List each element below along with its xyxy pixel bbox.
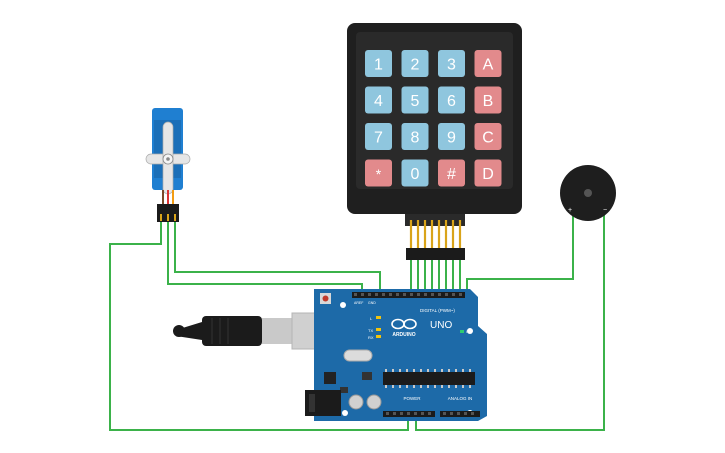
keypad-key-d[interactable]: D xyxy=(474,159,502,187)
servo-connector xyxy=(157,204,179,222)
keypad-key-face xyxy=(365,123,392,150)
servo-cable xyxy=(162,190,174,204)
keypad-panel xyxy=(356,32,513,189)
keypad-key-face xyxy=(474,50,502,77)
arduino-pcb xyxy=(314,289,487,421)
keypad-key-label: 3 xyxy=(447,57,456,74)
keypad-key-label: A xyxy=(483,57,494,74)
rx-label: RX xyxy=(368,335,374,340)
power-label: POWER xyxy=(403,396,421,401)
arduino-uno-board[interactable]: AREF GND DIGITAL (PWM~) L TX RX ARDUINO … xyxy=(305,289,487,421)
capacitor-1 xyxy=(348,394,364,410)
keypad-key-label: * xyxy=(376,166,382,182)
keypad-key-hash[interactable]: # xyxy=(438,159,465,187)
buzzer-plus-label: + xyxy=(568,207,572,214)
servo-vcc-wire xyxy=(167,222,363,292)
keypad-key-face xyxy=(474,86,502,114)
keypad-key-face xyxy=(365,159,392,187)
servo-signal-wire xyxy=(174,222,381,292)
keypad-key-4[interactable]: 4 xyxy=(365,86,392,114)
keypad-key-label: 5 xyxy=(411,93,420,110)
gnd-label: GND xyxy=(368,301,376,305)
keypad-key-label: 4 xyxy=(374,93,383,110)
buzzer-minus-label: − xyxy=(603,207,607,214)
arduino-logo xyxy=(391,318,417,330)
keypad-key-face xyxy=(474,159,502,187)
keypad-key-8[interactable]: 8 xyxy=(401,123,429,150)
keypad-key-5[interactable]: 5 xyxy=(401,86,429,114)
usb-plug-body xyxy=(202,316,262,346)
keypad[interactable]: 1 2 3 A 4 5 6 B 7 8 9 C * 0 # D xyxy=(347,23,522,260)
keypad-key-2[interactable]: 2 xyxy=(401,50,429,77)
servo-gnd-wire xyxy=(109,222,409,431)
atmega-chip xyxy=(383,372,475,385)
keypad-keys[interactable]: 1 2 3 A 4 5 6 B 7 8 9 C * 0 # D xyxy=(365,50,502,187)
aref-label: AREF xyxy=(354,301,363,305)
crystal xyxy=(343,349,373,362)
keypad-key-face xyxy=(365,86,392,114)
keypad-key-face xyxy=(365,50,392,77)
keypad-key-face xyxy=(474,123,502,150)
digital-label: DIGITAL (PWM~) xyxy=(420,308,455,313)
piezo-buzzer[interactable]: + − xyxy=(560,165,616,221)
servo-motor[interactable] xyxy=(145,108,191,222)
keypad-key-label: C xyxy=(482,130,494,147)
keypad-key-3[interactable]: 3 xyxy=(438,50,465,77)
keypad-key-label: D xyxy=(482,166,494,183)
keypad-key-label: 0 xyxy=(411,166,420,183)
analog-label: ANALOG IN xyxy=(448,396,473,401)
keypad-key-c[interactable]: C xyxy=(474,123,502,150)
keypad-key-label: 7 xyxy=(374,130,383,147)
tx-label: TX xyxy=(368,328,373,333)
keypad-key-face xyxy=(438,50,465,77)
keypad-key-label: B xyxy=(483,93,494,110)
l-label: L xyxy=(370,316,373,321)
buzzer-hole xyxy=(584,189,592,197)
keypad-key-9[interactable]: 9 xyxy=(438,123,465,150)
usb-plug-metal xyxy=(262,318,292,344)
buzzer-positive-wire xyxy=(466,212,574,292)
keypad-key-label: 1 xyxy=(374,57,383,74)
uno-label: UNO xyxy=(430,320,452,331)
keypad-key-face xyxy=(438,86,465,114)
keypad-key-label: 9 xyxy=(447,130,456,147)
keypad-key-a[interactable]: A xyxy=(474,50,502,77)
keypad-key-label: 2 xyxy=(411,57,420,74)
keypad-key-face xyxy=(401,86,429,114)
wires xyxy=(109,212,605,431)
keypad-key-face xyxy=(401,159,429,187)
keypad-key-label: # xyxy=(447,166,456,183)
usb-cable[interactable] xyxy=(173,312,338,350)
buzzer-negative-wire xyxy=(415,212,605,431)
arduino-logo-text: ARDUINO xyxy=(392,332,415,338)
keypad-key-star[interactable]: * xyxy=(365,159,392,187)
keypad-key-b[interactable]: B xyxy=(474,86,502,114)
keypad-key-face xyxy=(438,123,465,150)
keypad-key-label: 8 xyxy=(411,130,420,147)
keypad-key-label: 6 xyxy=(447,93,456,110)
keypad-key-7[interactable]: 7 xyxy=(365,123,392,150)
keypad-connector-pins xyxy=(409,220,462,250)
keypad-header xyxy=(406,248,465,260)
keypad-key-6[interactable]: 6 xyxy=(438,86,465,114)
keypad-key-face xyxy=(401,50,429,77)
on-label: ON xyxy=(466,330,472,334)
digital-header xyxy=(352,292,465,298)
keypad-key-face xyxy=(438,159,465,187)
keypad-key-1[interactable]: 1 xyxy=(365,50,392,77)
keypad-key-face xyxy=(401,123,429,150)
capacitor-2 xyxy=(366,394,382,410)
keypad-key-0[interactable]: 0 xyxy=(401,159,429,187)
keypad-ribbon xyxy=(405,214,465,226)
